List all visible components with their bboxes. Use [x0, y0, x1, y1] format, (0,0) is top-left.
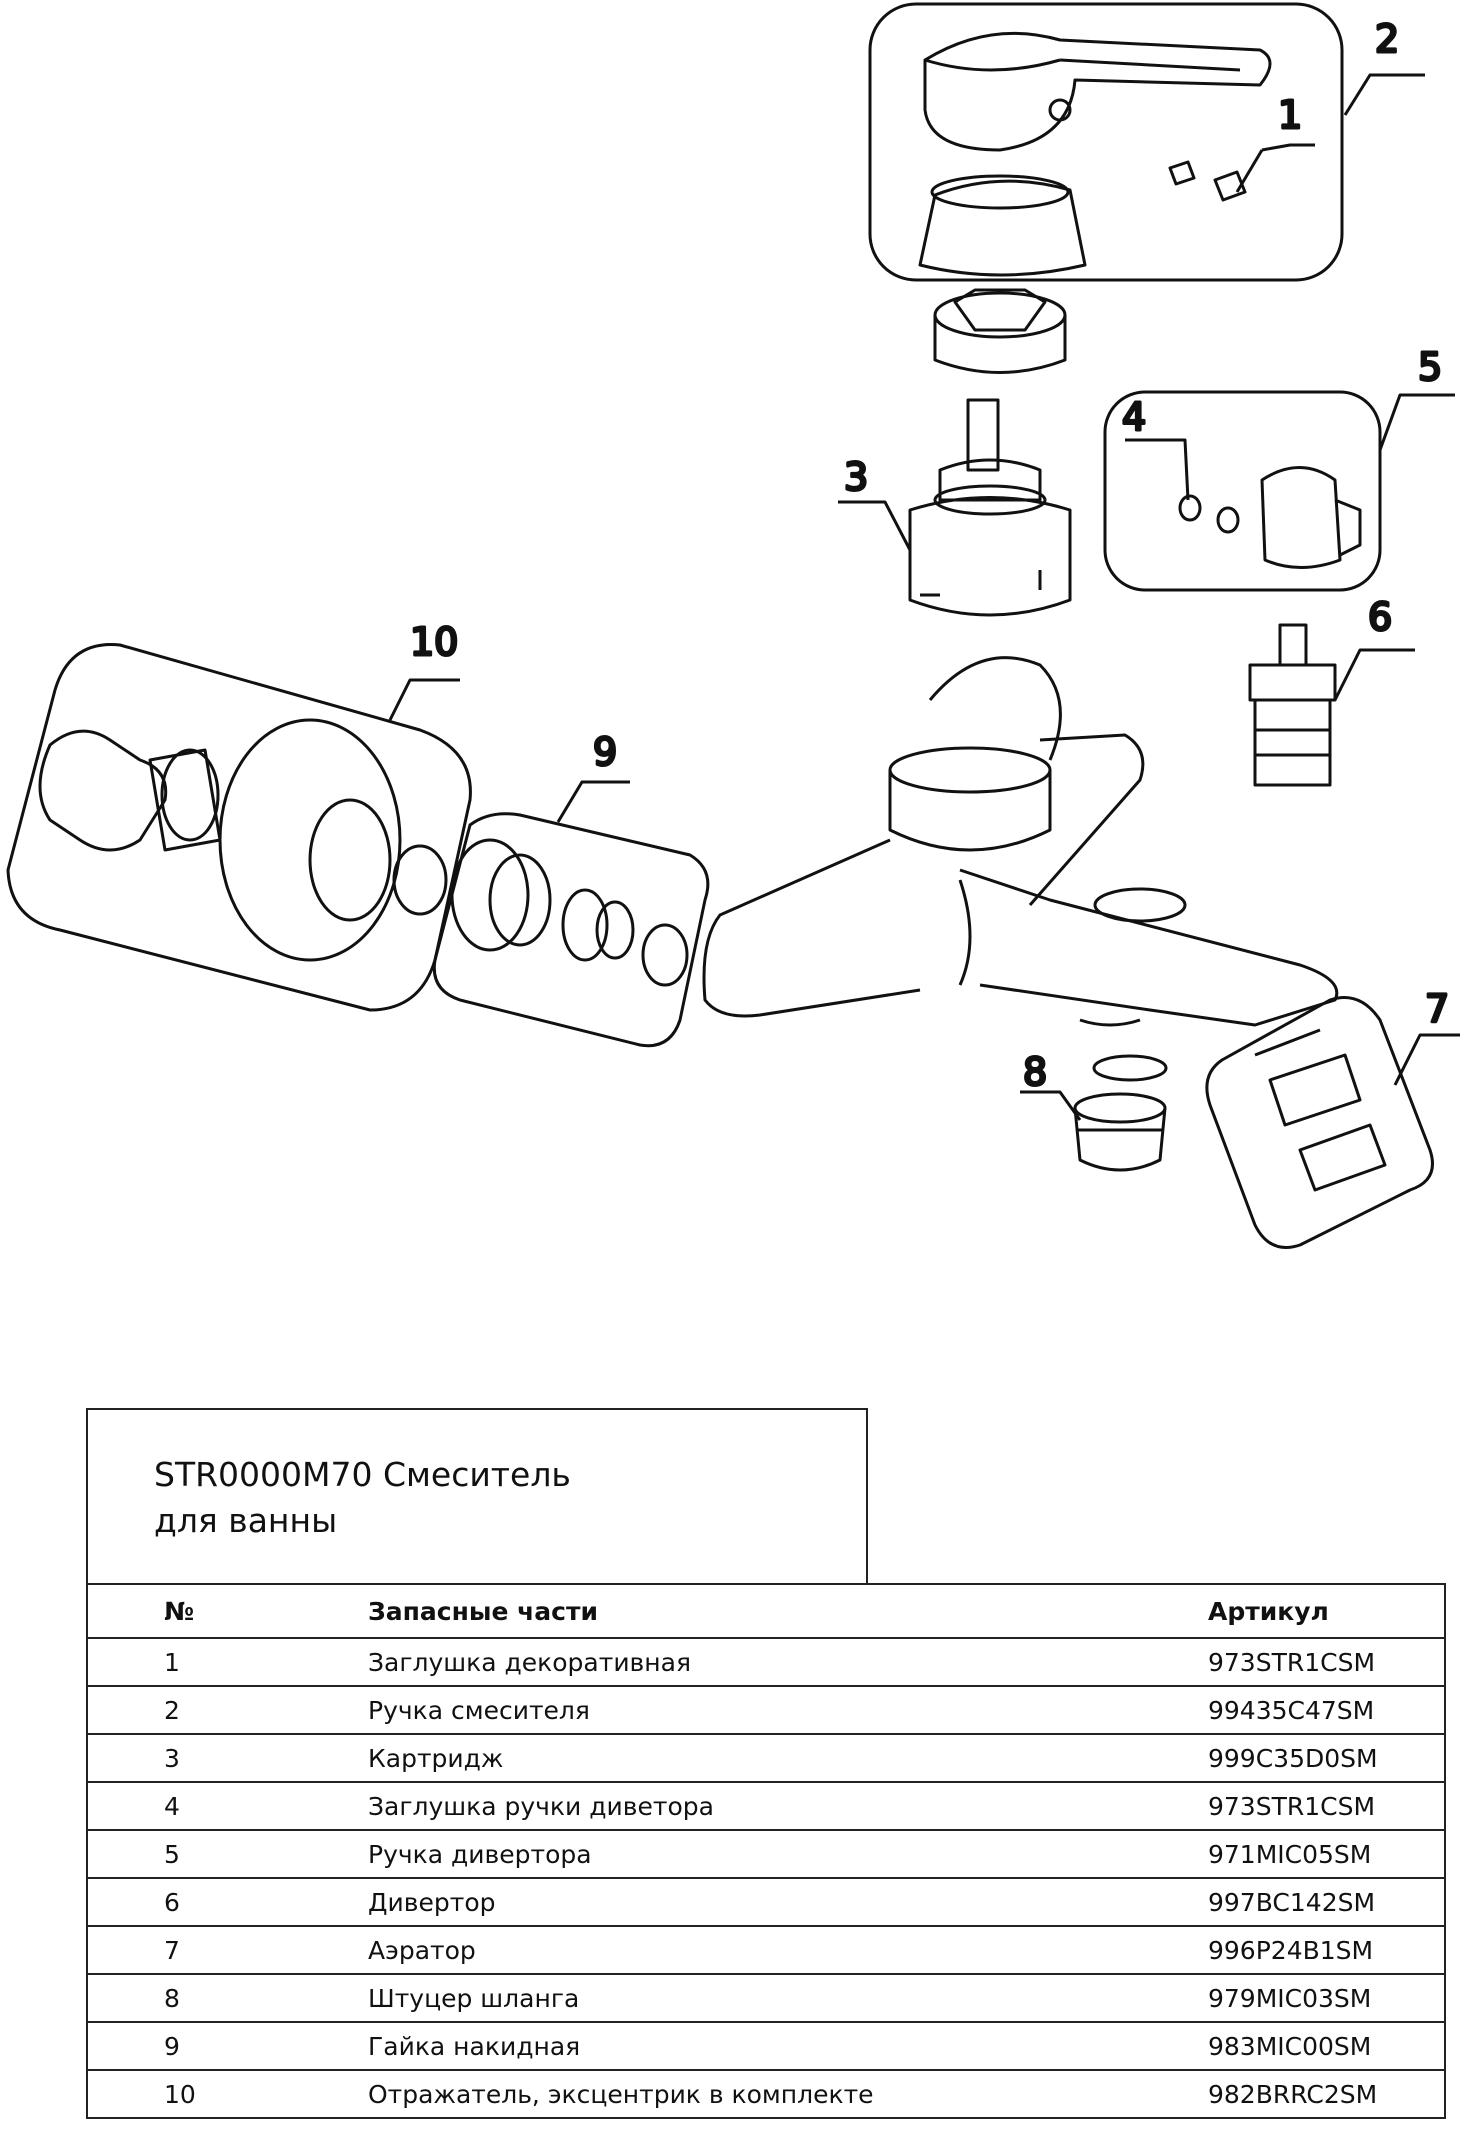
exploded-parts-drawing: 2 1 5 4 3 6 10 9 7 8 [6, 2, 1460, 1249]
part-9-union-nut-group [432, 812, 710, 1048]
row-part-name: Ручка смесителя [368, 1685, 1208, 1735]
callout-3: 3 [844, 455, 868, 499]
header-part-name: Запасные части [368, 1583, 1208, 1639]
mixer-body [702, 656, 1339, 1027]
document-title: STR0000M70 Смеситель для ванны [154, 1452, 571, 1544]
part-8-hose-fitting [1073, 1054, 1168, 1172]
row-number: 3 [87, 1733, 368, 1783]
callout-8-leader [1020, 1090, 1082, 1121]
row-sku: 997BC142SM [1208, 1877, 1445, 1927]
spare-parts-table: № Запасные части Артикул 1 Заглушка деко… [86, 1583, 1446, 2119]
row-number: 1 [87, 1637, 368, 1687]
row-part-name: Заглушка ручки диветора [368, 1781, 1208, 1831]
table-row: 6 Дивертор 997BC142SM [87, 1877, 1445, 1927]
row-number: 7 [87, 1925, 368, 1975]
row-number: 8 [87, 1973, 368, 2023]
table-row: 4 Заглушка ручки диветора 973STR1CSM [87, 1781, 1445, 1831]
row-number: 10 [87, 2069, 368, 2119]
row-sku: 973STR1CSM [1208, 1637, 1445, 1687]
table-row: 7 Аэратор 996P24B1SM [87, 1925, 1445, 1975]
callout-9: 9 [593, 730, 617, 774]
table-row: 1 Заглушка декоративная 973STR1CSM [87, 1637, 1445, 1687]
row-sku: 982BRRC2SM [1208, 2069, 1445, 2119]
callout-10-leader [388, 678, 460, 721]
row-sku: 971MIC05SM [1208, 1829, 1445, 1879]
row-part-name: Дивертор [368, 1877, 1208, 1927]
row-sku: 996P24B1SM [1208, 1925, 1445, 1975]
callout-4: 4 [1122, 395, 1146, 439]
callout-6: 6 [1368, 595, 1392, 639]
row-sku: 979MIC03SM [1208, 1973, 1445, 2023]
title-line-2: для ванны [154, 1501, 338, 1540]
part-7-aerator-group [1205, 996, 1434, 1249]
part-5-diverter-handle-group [1103, 390, 1382, 592]
row-part-name: Штуцер шланга [368, 1973, 1208, 2023]
callout-1: 1 [1278, 93, 1302, 137]
row-number: 2 [87, 1685, 368, 1735]
header-number: № [87, 1583, 368, 1639]
callout-5-leader [1378, 393, 1455, 451]
callout-10: 10 [410, 620, 458, 664]
title-box: STR0000M70 Смеситель для ванны [86, 1408, 868, 1583]
table-row: 10 Отражатель, эксцентрик в комплекте 98… [87, 2069, 1445, 2119]
table-row: 9 Гайка накидная 983MIC00SM [87, 2021, 1445, 2071]
row-sku: 99435C47SM [1208, 1685, 1445, 1735]
part-3-cartridge [908, 398, 1072, 617]
row-number: 5 [87, 1829, 368, 1879]
callout-5-number: 5 [1418, 345, 1442, 389]
table-row: 2 Ручка смесителя 99435C47SM [87, 1685, 1445, 1735]
row-number: 6 [87, 1877, 368, 1927]
row-part-name: Ручка дивертора [368, 1829, 1208, 1879]
callout-4-leader [1125, 438, 1190, 501]
row-part-name: Картридж [368, 1733, 1208, 1783]
callout-6-leader [1333, 648, 1415, 701]
row-number: 4 [87, 1781, 368, 1831]
callout-9-leader [556, 780, 630, 823]
row-sku: 983MIC00SM [1208, 2021, 1445, 2071]
callout-2: 2 [1375, 17, 1399, 61]
callout-3-leader [838, 500, 912, 551]
row-sku: 999C35D0SM [1208, 1733, 1445, 1783]
table-row: 3 Картридж 999C35D0SM [87, 1733, 1445, 1783]
row-sku: 973STR1CSM [1208, 1781, 1445, 1831]
title-line-1: STR0000M70 Смеситель [154, 1455, 571, 1494]
row-number: 9 [87, 2021, 368, 2071]
cartridge-nut [933, 288, 1067, 374]
table-header-row: № Запасные части Артикул [87, 1583, 1445, 1639]
callout-7-leader [1393, 1033, 1460, 1086]
header-sku: Артикул [1208, 1583, 1445, 1639]
table-row: 8 Штуцер шланга 979MIC03SM [87, 1973, 1445, 2023]
callout-7: 7 [1425, 987, 1449, 1031]
callout-8: 8 [1023, 1050, 1047, 1094]
row-part-name: Отражатель, эксцентрик в комплекте [368, 2069, 1208, 2119]
part-6-diverter [1248, 623, 1337, 787]
row-part-name: Аэратор [368, 1925, 1208, 1975]
table-row: 5 Ручка дивертора 971MIC05SM [87, 1829, 1445, 1879]
part-2-handle-group [868, 2, 1425, 282]
row-part-name: Гайка накидная [368, 2021, 1208, 2071]
row-part-name: Заглушка декоративная [368, 1637, 1208, 1687]
